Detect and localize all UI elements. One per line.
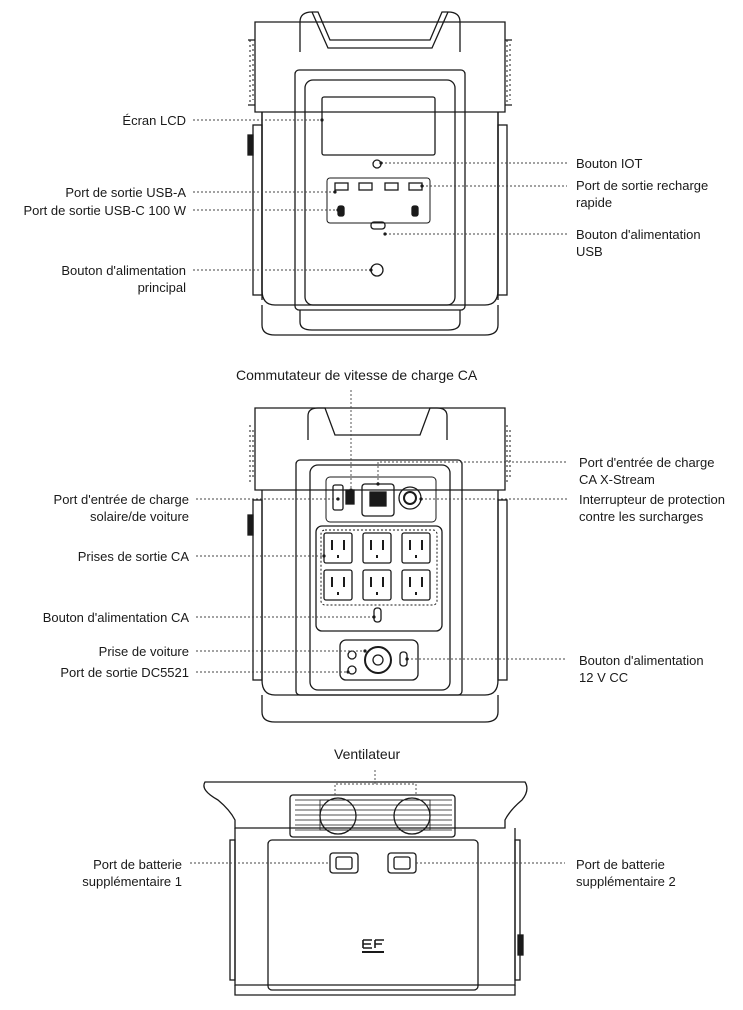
extra-battery-port-2 xyxy=(387,852,417,874)
usb-a-port-1 xyxy=(334,182,349,191)
label-ac-power: Bouton d'alimentation CA xyxy=(42,610,189,625)
usb-c-port-2 xyxy=(411,205,419,217)
back-leader-dots xyxy=(322,482,423,674)
fan-vents xyxy=(295,799,452,831)
label-usb-c: Port de sortie USB-C 100 W xyxy=(23,203,186,218)
label-car-outlet: Prise de voiture xyxy=(98,644,189,659)
ac-outlets xyxy=(323,532,431,601)
label-ac-outlets: Prises de sortie CA xyxy=(77,549,189,564)
extra-battery-port-1 xyxy=(329,852,359,874)
ac-speed-switch xyxy=(345,489,355,505)
front-view xyxy=(247,11,512,336)
fast-charge-port-1 xyxy=(384,182,399,191)
label-lcd-screen: Écran LCD xyxy=(122,113,186,128)
front-grip-left xyxy=(249,40,254,105)
front-grip-right xyxy=(506,40,511,105)
front-leader-dots xyxy=(320,118,424,272)
lcd-screen xyxy=(321,96,436,156)
usb-a-port-2 xyxy=(358,182,373,191)
label-iot-button: Bouton IOT xyxy=(576,156,643,171)
ef-logo-icon xyxy=(362,939,384,949)
label-fan: Ventilateur xyxy=(334,746,401,762)
main-power-button xyxy=(370,263,384,277)
side-leaders xyxy=(190,770,565,864)
fast-charge-port-2 xyxy=(408,182,423,191)
label-usb-a: Port de sortie USB-A xyxy=(65,185,186,200)
label-dc5521: Port de sortie DC5521 xyxy=(60,665,189,680)
side-view xyxy=(203,781,528,996)
dc5521-port-2 xyxy=(347,665,357,675)
back-view xyxy=(247,407,511,723)
label-ac-speed-switch: Commutateur de vitesse de charge CA xyxy=(236,367,478,383)
car-outlet xyxy=(364,646,392,674)
front-leaders xyxy=(193,119,567,271)
ac-power-button xyxy=(373,607,382,623)
usb-power-button xyxy=(370,221,386,230)
solar-input-port xyxy=(332,484,344,511)
back-leaders xyxy=(196,390,567,673)
dc5521-port-1 xyxy=(347,650,357,660)
